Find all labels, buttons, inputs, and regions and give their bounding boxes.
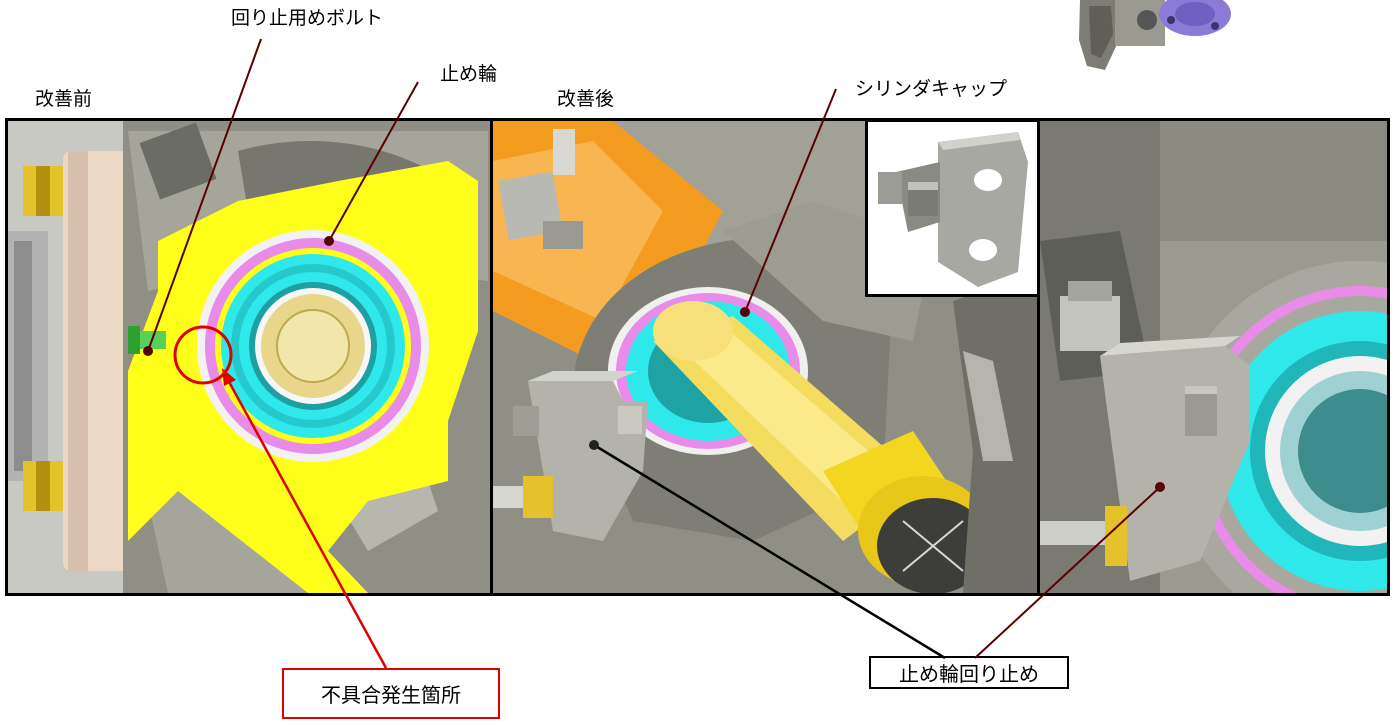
- cylinder-cap-label: シリンダキャップ: [855, 78, 1008, 100]
- after-panel-closeup: [1037, 118, 1390, 596]
- after-illustration-closeup: [1040, 121, 1387, 593]
- before-panel: [5, 118, 493, 596]
- ring-stopper-box: 止め輪回り止め: [869, 656, 1069, 689]
- stop-bolt-label: 回り止用めボルト: [231, 7, 384, 29]
- before-illustration: [8, 121, 490, 593]
- bracket-inset-illustration: [868, 122, 1038, 294]
- before-label: 改善前: [35, 88, 93, 110]
- assembly-thumbnail: [1075, 0, 1235, 72]
- defect-location-box: 不具合発生箇所: [282, 668, 500, 719]
- retaining-ring-label: 止め輪: [440, 63, 498, 85]
- bracket-inset: [865, 119, 1041, 297]
- after-label: 改善後: [557, 88, 615, 110]
